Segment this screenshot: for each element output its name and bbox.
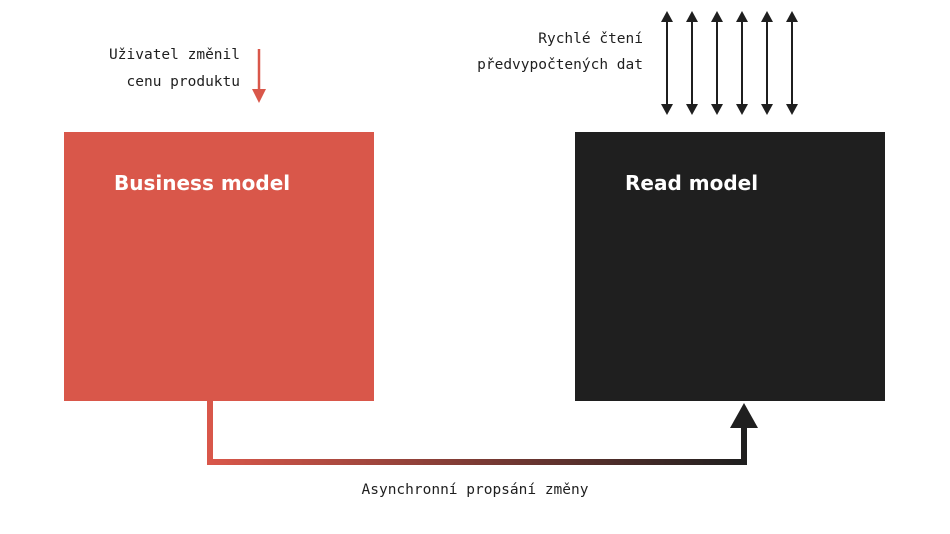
bidirectional-arrow-icon [661, 11, 673, 115]
async-propagation-arrow-icon [207, 401, 758, 465]
user-change-note-line1: Uživatel změnil [109, 47, 240, 63]
read-model-label: Read model [625, 171, 758, 195]
user-change-note-line2: cenu produktu [127, 74, 241, 90]
bidirectional-arrow-icon [686, 11, 698, 115]
bidirectional-arrow-icon [786, 11, 798, 115]
read-model-box [575, 132, 885, 401]
business-model-box [64, 132, 374, 401]
async-propagation-label: Asynchronní propsání změny [362, 482, 589, 498]
read-arrows [661, 11, 798, 115]
user-change-arrow-icon [252, 49, 266, 103]
bidirectional-arrow-icon [736, 11, 748, 115]
bidirectional-arrow-icon [711, 11, 723, 115]
bidirectional-arrow-icon [761, 11, 773, 115]
business-model-label: Business model [114, 171, 290, 195]
fast-read-note-line1: Rychlé čtení [538, 31, 643, 47]
fast-read-note-line2: předvypočtených dat [477, 57, 643, 73]
